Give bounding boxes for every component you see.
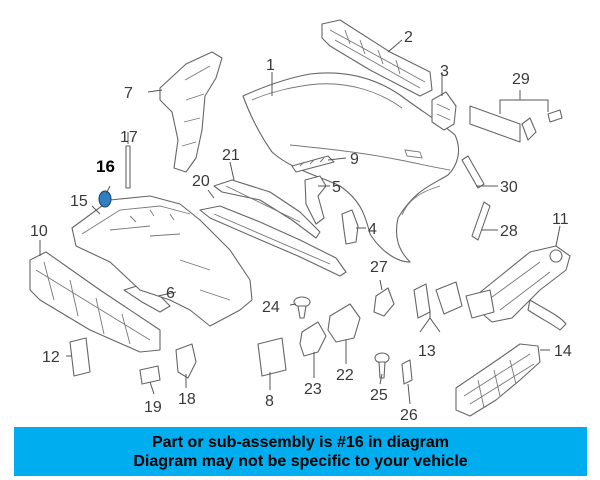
leader-lines: [39, 39, 561, 405]
callout-3[interactable]: 3: [440, 63, 449, 80]
info-banner: Part or sub-assembly is #16 in diagram D…: [14, 427, 587, 476]
callout-16[interactable]: 16: [96, 157, 115, 176]
callout-8[interactable]: 8: [265, 393, 274, 410]
callout-18[interactable]: 18: [178, 391, 196, 408]
callout-11[interactable]: 11: [552, 211, 569, 228]
callout-21[interactable]: 21: [222, 147, 240, 164]
callout-6[interactable]: 6: [166, 285, 175, 302]
banner-line-2: Diagram may not be specific to your vehi…: [133, 452, 468, 470]
part-1-bumper-cover[interactable]: [242, 72, 460, 263]
part-15-lower-valance[interactable]: [71, 195, 253, 327]
callout-12[interactable]: 12: [42, 349, 60, 366]
callout-9[interactable]: 9: [350, 151, 359, 168]
part-18-bracket[interactable]: [175, 343, 197, 379]
part-2-energy-absorber[interactable]: [321, 19, 433, 97]
callout-7[interactable]: 7: [124, 85, 133, 102]
part-14-rear-absorber[interactable]: [455, 343, 541, 417]
part-3-bracket[interactable]: [431, 91, 457, 131]
callout-5[interactable]: 5: [332, 179, 341, 196]
callout-14[interactable]: 14: [554, 343, 572, 360]
callout-30[interactable]: 30: [500, 179, 518, 196]
part-30-side-strip[interactable]: [461, 155, 485, 189]
callout-17[interactable]: 17: [120, 129, 138, 146]
callout-29[interactable]: 29: [512, 71, 530, 88]
callout-20[interactable]: 20: [192, 173, 210, 190]
part-26-clip[interactable]: [401, 359, 413, 385]
part-7-side-bracket[interactable]: [159, 51, 223, 173]
callout-24[interactable]: 24: [262, 299, 280, 316]
callout-2[interactable]: 2: [404, 29, 413, 46]
part-27-reflector[interactable]: [373, 287, 395, 317]
part-4-clip[interactable]: [341, 209, 359, 245]
callout-10[interactable]: 10: [30, 223, 48, 240]
callout-22[interactable]: 22: [336, 367, 354, 384]
callout-4[interactable]: 4: [368, 221, 377, 238]
part-8-plate[interactable]: [257, 337, 287, 377]
part-19-pad[interactable]: [139, 365, 161, 385]
part-28-strip[interactable]: [471, 201, 491, 241]
part-29-license-bracket[interactable]: [469, 105, 563, 143]
part-22-cover[interactable]: [327, 303, 361, 343]
callout-13[interactable]: 13: [418, 343, 436, 360]
part-21-upper-strip[interactable]: [213, 179, 321, 239]
part-25-bolt[interactable]: [374, 352, 390, 379]
part-23-bracket[interactable]: [299, 321, 327, 357]
part-11-tow-hitch[interactable]: [477, 245, 571, 331]
part-17-rod[interactable]: [125, 145, 131, 189]
part-10-lower-absorber[interactable]: [29, 251, 161, 353]
part-5-bracket[interactable]: [304, 175, 327, 225]
banner-line-1: Part or sub-assembly is #16 in diagram: [151, 433, 449, 451]
part-24-push-clip[interactable]: [293, 296, 311, 319]
callout-19[interactable]: 19: [144, 399, 162, 416]
callout-25[interactable]: 25: [370, 387, 388, 404]
callout-labels: 1 2 3 4 5 6 7 8 9 10 11 12 13 14 15 16 1…: [30, 29, 572, 424]
part-20-lower-strip[interactable]: [199, 205, 347, 277]
callout-23[interactable]: 23: [304, 381, 322, 398]
callout-15[interactable]: 15: [70, 193, 88, 210]
part-13-sensor-brackets[interactable]: [413, 281, 495, 319]
callout-27[interactable]: 27: [370, 259, 388, 276]
callout-1[interactable]: 1: [266, 57, 275, 74]
callout-28[interactable]: 28: [500, 223, 518, 240]
part-9-trim-strip[interactable]: [291, 155, 335, 173]
part-16-highlighted[interactable]: [98, 190, 112, 208]
part-12-plate[interactable]: [69, 337, 91, 377]
callout-26[interactable]: 26: [400, 407, 418, 424]
